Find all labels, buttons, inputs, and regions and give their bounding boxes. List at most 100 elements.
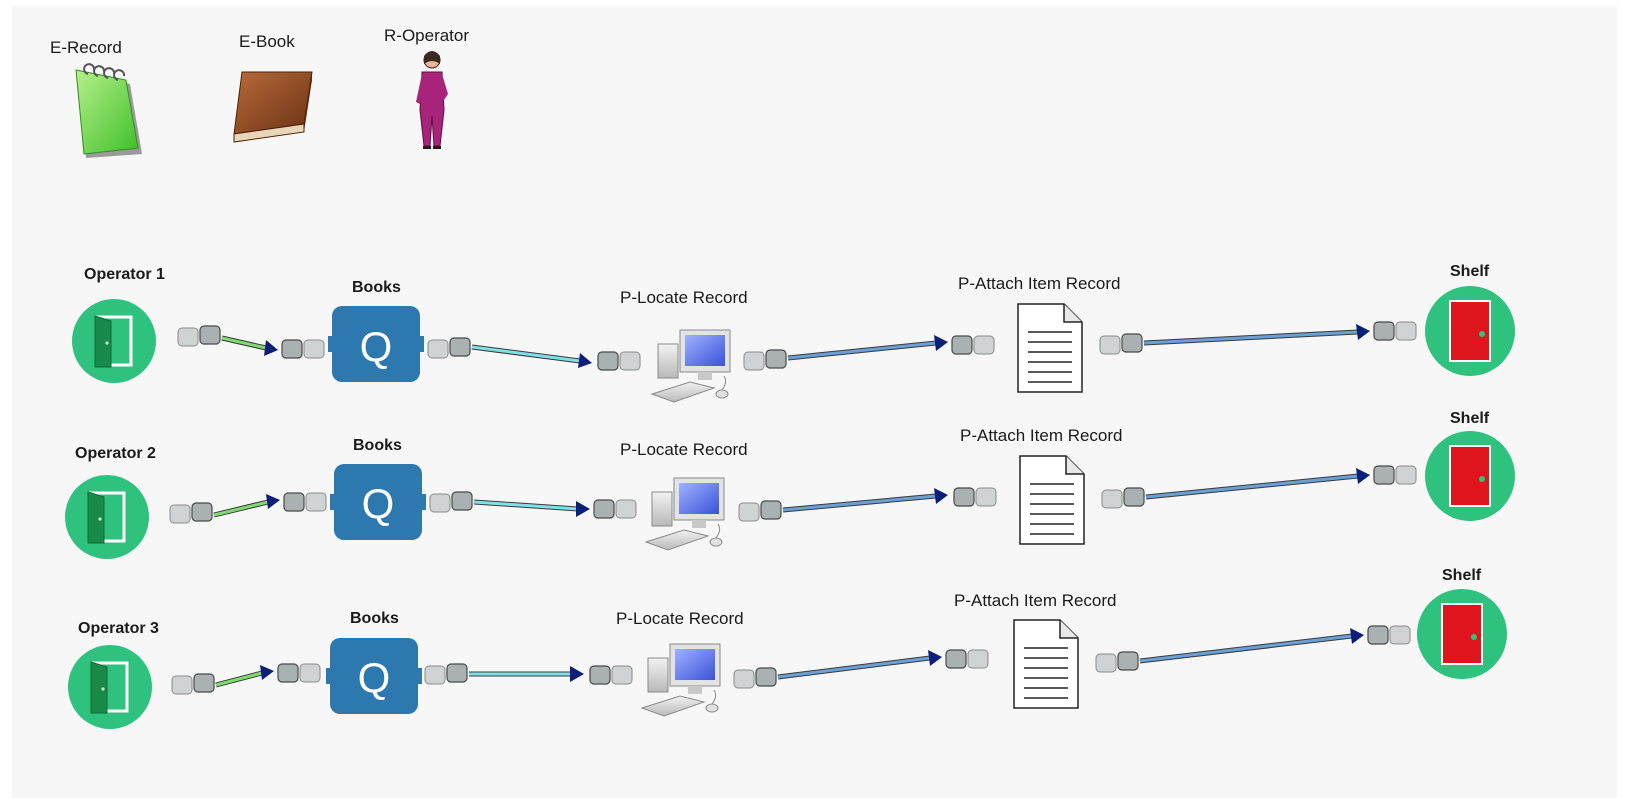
output-port[interactable] [429,493,451,513]
flow-row-1: Operator 1 Books Q P-Locate Record [70,263,1516,403]
output-port[interactable] [1095,653,1117,673]
input-port[interactable] [1367,625,1389,645]
sink-door-icon[interactable] [1424,430,1516,522]
input-port[interactable] [283,492,305,512]
flow-diagram: E-Record E-Book R-Operator Operator 1 [50,26,1516,731]
computer-icon[interactable] [645,477,725,551]
output-port[interactable] [760,500,782,520]
book-icon [233,71,313,143]
input-port[interactable] [597,351,619,371]
sink-door-icon[interactable] [1416,588,1508,680]
source-door-icon[interactable] [66,643,154,731]
legend-label-e-book: E-Book [239,32,295,51]
document-icon[interactable] [1013,619,1079,709]
output-port[interactable] [171,675,193,695]
connector-link[interactable] [777,650,942,680]
input-port[interactable] [951,335,973,355]
output-port[interactable] [1101,489,1123,509]
output-port[interactable] [427,339,449,359]
connector-link[interactable] [473,499,590,517]
source-label: Operator 3 [78,620,159,637]
sink-label: Shelf [1442,567,1482,584]
input-port[interactable] [967,649,989,669]
process-label: P-Attach Item Record [958,274,1121,293]
input-port[interactable] [281,339,303,359]
output-port[interactable] [193,673,215,693]
legend: E-Record E-Book R-Operator [50,26,469,158]
input-port[interactable] [973,335,995,355]
source-label: Operator 2 [75,445,156,462]
input-port[interactable] [593,499,615,519]
connector-link[interactable] [215,665,274,688]
input-port[interactable] [1373,465,1395,485]
sink-label: Shelf [1450,263,1490,280]
legend-label-r-operator: R-Operator [384,26,469,45]
connector-link[interactable] [1145,468,1370,500]
output-port[interactable] [743,351,765,371]
queue-label: Books [350,610,399,627]
connector-link[interactable] [221,335,278,356]
input-port[interactable] [615,499,637,519]
input-port[interactable] [1395,465,1417,485]
output-port[interactable] [169,504,191,524]
process-label: P-Locate Record [616,609,744,628]
output-port[interactable] [733,669,755,689]
input-port[interactable] [277,663,299,683]
input-port[interactable] [305,492,327,512]
sink-label: Shelf [1450,410,1490,427]
document-icon[interactable] [1017,303,1083,393]
input-port[interactable] [953,487,975,507]
computer-icon[interactable] [651,329,731,403]
input-port[interactable] [303,339,325,359]
output-port[interactable] [199,325,221,345]
simulation-canvas: E-Record E-Book R-Operator Operator 1 [12,6,1617,798]
input-port[interactable] [589,665,611,685]
output-port[interactable] [738,502,760,522]
connector-link[interactable] [469,666,584,682]
process-label: P-Locate Record [620,288,748,307]
output-port[interactable] [191,502,213,522]
flow-row-3: Operator 3 Books Q P-Locate Record [66,567,1508,731]
queue-symbol: Q [362,480,395,527]
notepad-icon [75,63,142,158]
connector-link[interactable] [471,344,592,368]
computer-icon[interactable] [641,643,721,717]
output-port[interactable] [1117,651,1139,671]
queue-label: Books [353,437,402,454]
input-port[interactable] [1373,321,1395,341]
input-port[interactable] [945,649,967,669]
output-port[interactable] [1121,333,1143,353]
queue-symbol: Q [358,654,391,701]
output-port[interactable] [451,491,473,511]
output-port[interactable] [1123,487,1145,507]
source-label: Operator 1 [84,266,165,283]
flow-row-2: Operator 2 Books Q P-Locate Record [63,410,1516,561]
input-port[interactable] [975,487,997,507]
legend-label-e-record: E-Record [50,38,122,57]
queue-symbol: Q [360,323,393,370]
source-door-icon[interactable] [63,473,151,561]
connector-link[interactable] [782,488,948,513]
output-port[interactable] [424,665,446,685]
output-port[interactable] [177,327,199,347]
output-port[interactable] [449,337,471,357]
output-port[interactable] [765,349,787,369]
process-label: P-Locate Record [620,440,748,459]
process-label: P-Attach Item Record [954,591,1117,610]
output-port[interactable] [1099,335,1121,355]
source-door-icon[interactable] [70,297,158,385]
connector-link[interactable] [1143,324,1370,346]
connector-link[interactable] [1139,628,1364,664]
input-port[interactable] [1395,321,1417,341]
input-port[interactable] [299,663,321,683]
input-port[interactable] [611,665,633,685]
output-port[interactable] [755,667,777,687]
connector-link[interactable] [213,494,280,518]
process-label: P-Attach Item Record [960,426,1123,445]
input-port[interactable] [619,351,641,371]
output-port[interactable] [446,663,468,683]
sink-door-icon[interactable] [1424,285,1516,377]
connector-link[interactable] [787,335,948,361]
input-port[interactable] [1389,625,1411,645]
document-icon[interactable] [1019,455,1085,545]
